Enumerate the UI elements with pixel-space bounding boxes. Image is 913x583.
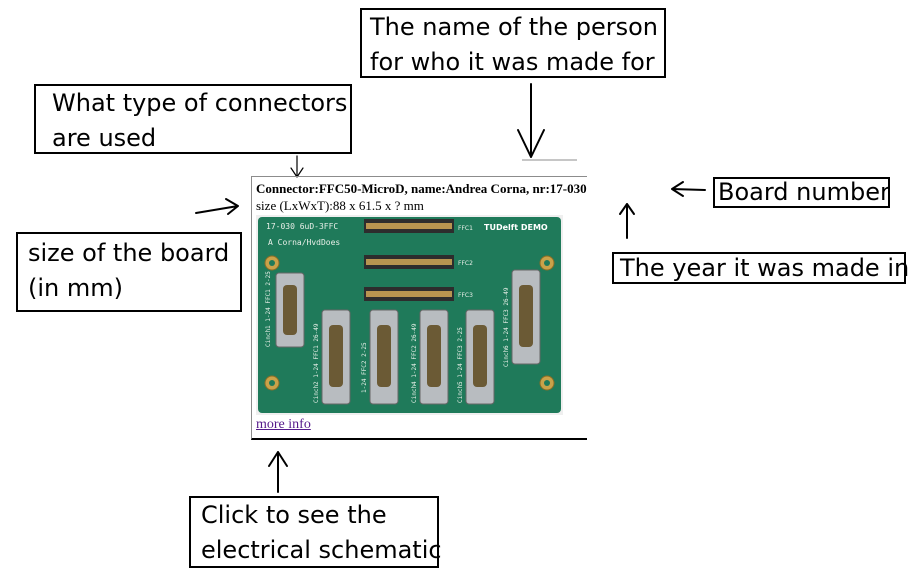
callout-text: are used	[52, 124, 157, 152]
connector-label: Cinch4 1-24 FFC2 26-49	[411, 323, 418, 403]
arrow-to-name	[517, 83, 545, 158]
ffc-label: FFC1	[458, 225, 473, 232]
connector-label: Cinch5 1-24 FFC3 2-25	[457, 327, 464, 403]
microd-connector	[321, 309, 351, 405]
ffc-connector	[364, 219, 454, 233]
silk-board-id: 17-030 6uD-3FFC	[266, 222, 338, 231]
ffc-label: FFC2	[458, 260, 473, 267]
arrow-to-size	[195, 198, 239, 215]
tudelft-logo: TUDelft DEMO	[484, 223, 548, 232]
callout-board-number: Board number	[713, 177, 890, 208]
microd-connector	[275, 272, 305, 348]
arrow-to-more-info	[268, 451, 288, 493]
ffc-connector	[364, 287, 454, 301]
arrow-to-board-number	[671, 181, 706, 197]
callout-text: Board number	[718, 178, 890, 206]
callout-schematic: Click to see the electrical schematic	[189, 496, 442, 568]
arrow-to-connector	[290, 155, 304, 178]
callout-board-size: size of the board (in mm)	[16, 232, 242, 312]
callout-text: The year it was made in	[620, 254, 910, 282]
callout-text: size of the board	[28, 239, 230, 267]
callout-text: Click to see the	[201, 501, 387, 529]
microd-connector	[511, 269, 541, 365]
board-title: Connector:FFC50-MicroD, name:Andrea Corn…	[256, 181, 587, 196]
microd-connector	[369, 309, 399, 405]
microd-connector	[419, 309, 449, 405]
callout-text: (in mm)	[28, 274, 123, 302]
board-info-card: Connector:FFC50-MicroD, name:Andrea Corn…	[251, 176, 587, 440]
connector-label: Cinch6 1-24 FFC3 26-49	[503, 287, 510, 367]
microd-connector	[465, 309, 495, 405]
callout-connector-type: What type of connectors are used	[34, 84, 352, 154]
callout-year: The year it was made in	[612, 252, 910, 284]
callout-text: The name of the person	[370, 13, 658, 41]
connector-label: Cinch2 1-24 FFC1 26-49	[313, 323, 320, 403]
connector-label: 1-24 FFC2 2-25	[361, 342, 368, 393]
arrow-to-year	[619, 203, 635, 239]
more-info-link[interactable]: more info	[256, 417, 311, 432]
callout-text: for who it was made for	[370, 48, 655, 76]
board-size: size (LxWxT):88 x 61.5 x ? mm	[256, 198, 424, 213]
silk-owner: A Corna/HvdDoes	[268, 238, 340, 247]
ffc-connector	[364, 255, 454, 269]
connector-label: Cinch1 1-24 FFC1 2-25	[265, 271, 272, 347]
callout-text: electrical schematic	[201, 536, 442, 564]
ffc-label: FFC3	[458, 292, 473, 299]
callout-text: What type of connectors	[52, 89, 348, 117]
callout-person-name: The name of the person for who it was ma…	[360, 8, 666, 78]
board-photo: 17-030 6uD-3FFC A Corna/HvdDoes TUDelft …	[256, 215, 563, 415]
